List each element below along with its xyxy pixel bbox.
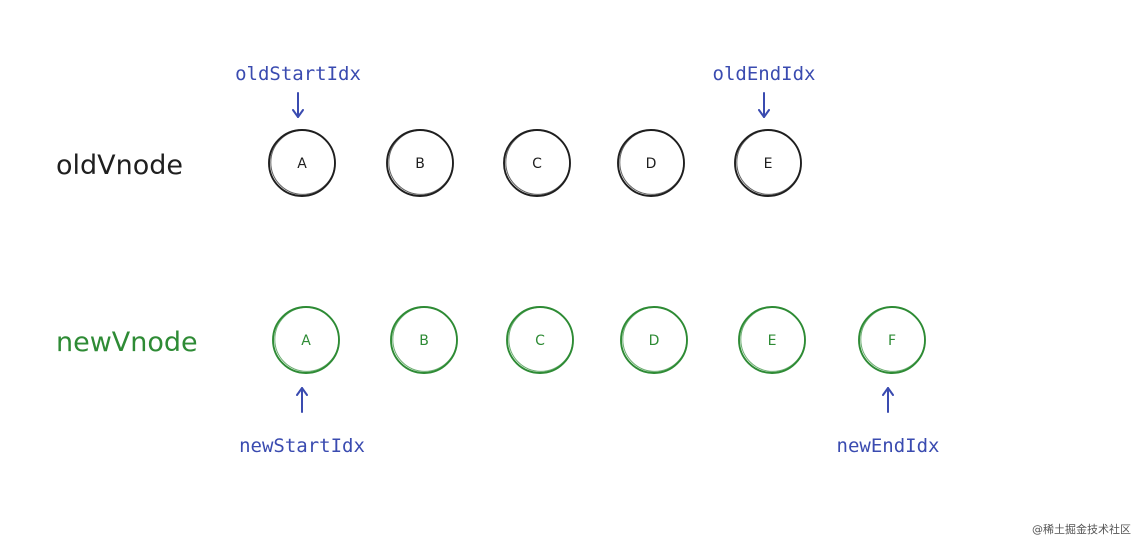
vnode-letter: B xyxy=(419,333,429,349)
pointer-oldStartIdx: oldStartIdx xyxy=(235,63,361,118)
pointers-layer: oldStartIdx oldEndIdx newStartIdx newEndIdx xyxy=(235,63,939,457)
vnode-letter: E xyxy=(764,156,773,172)
pointer-label: oldEndIdx xyxy=(713,63,816,85)
vnode-circle-E: E xyxy=(738,306,806,374)
pointer-label: newEndIdx xyxy=(837,435,940,457)
vnode-outline-sketch xyxy=(392,306,458,372)
vnode-circle-E: E xyxy=(734,129,802,197)
vnode-letter: B xyxy=(415,156,425,172)
watermark: @稀土掘金技术社区 xyxy=(1032,522,1131,536)
vnode-letter: D xyxy=(649,333,660,349)
row-label: oldVnode xyxy=(56,150,183,181)
vnode-outline-sketch xyxy=(388,129,454,195)
vnode-letter: C xyxy=(535,333,545,349)
arrow-icon xyxy=(296,387,308,413)
vnode-circle-D: D xyxy=(617,129,685,197)
vnode-outline-sketch xyxy=(860,306,926,372)
vnode-letter: E xyxy=(768,333,777,349)
vnode-circle-A: A xyxy=(268,129,336,197)
pointer-newStartIdx: newStartIdx xyxy=(239,387,365,457)
vnode-outline-sketch xyxy=(505,129,571,195)
vnode-circle-D: D xyxy=(620,306,688,374)
vnode-outline-sketch xyxy=(622,306,688,372)
vnode-letter: A xyxy=(301,333,311,349)
vnode-letter: D xyxy=(646,156,657,172)
vnode-letter: F xyxy=(888,333,896,349)
vnode-outline-sketch xyxy=(740,306,806,372)
row-newVnode: newVnode A B C D E F xyxy=(56,306,926,374)
vnode-letter: C xyxy=(532,156,542,172)
vnode-outline-sketch xyxy=(619,129,685,195)
vnode-letter: A xyxy=(297,156,307,172)
row-oldVnode: oldVnode A B C D E xyxy=(56,129,802,197)
arrow-icon xyxy=(882,387,894,413)
pointer-label: newStartIdx xyxy=(239,435,365,457)
vnode-circle-F: F xyxy=(858,306,926,374)
vnode-outline-sketch xyxy=(508,306,574,372)
vnode-circle-A: A xyxy=(272,306,340,374)
arrow-icon xyxy=(292,92,304,118)
arrow-icon xyxy=(758,92,770,118)
pointer-newEndIdx: newEndIdx xyxy=(837,387,940,457)
vnode-outline-sketch xyxy=(736,129,802,195)
vnode-circle-C: C xyxy=(503,129,571,197)
row-label: newVnode xyxy=(56,327,198,358)
vnode-circle-B: B xyxy=(390,306,458,374)
vnode-outline-sketch xyxy=(270,129,336,195)
pointer-label: oldStartIdx xyxy=(235,63,361,85)
vnode-circle-B: B xyxy=(386,129,454,197)
vnode-outline-sketch xyxy=(274,306,340,372)
vnode-circle-C: C xyxy=(506,306,574,374)
pointer-oldEndIdx: oldEndIdx xyxy=(713,63,816,118)
